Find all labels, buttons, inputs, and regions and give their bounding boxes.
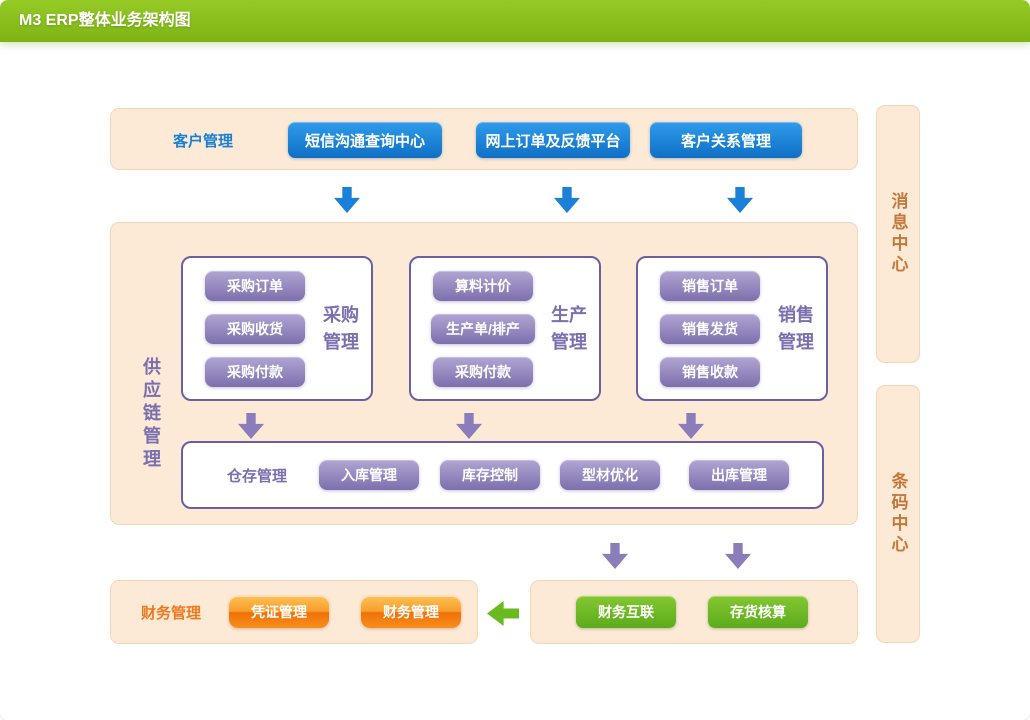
down-arrow-icon [602,543,628,569]
sales-group-box: 销售订单 销售发货 销售收款 销售管理 [636,256,828,401]
node-material-pricing: 算料计价 [433,271,533,301]
node-finance-interconnect: 财务互联 [576,596,676,628]
node-finance-management: 财务管理 [361,596,461,628]
sales-group-label: 销售管理 [778,304,814,352]
supply-chain-panel: 供应链管理 采购订单 采购收货 采购付款 采购管理 算料计价 生产单/排产 采购… [110,222,858,525]
down-arrow-icon [334,187,360,213]
production-group-label: 生产管理 [551,304,587,352]
title-bar: M3 ERP整体业务架构图 [0,0,1030,42]
node-sales-order: 销售订单 [660,271,760,301]
down-arrow-icon [554,187,580,213]
node-online-order-platform: 网上订单及反馈平台 [476,122,630,158]
customer-management-panel: 客户管理 短信沟通查询中心 网上订单及反馈平台 客户关系管理 [110,108,858,170]
page-title: M3 ERP整体业务架构图 [19,12,191,29]
node-purchase-payment: 采购付款 [205,357,305,387]
node-purchase-order: 采购订单 [205,271,305,301]
finance-panel: 财务管理 凭证管理 财务管理 [110,580,478,644]
down-arrow-icon [727,187,753,213]
node-production-payment: 采购付款 [433,357,533,387]
down-arrow-icon [238,413,264,439]
down-arrow-icon [725,543,751,569]
node-inventory-control: 库存控制 [440,460,540,490]
down-arrow-icon [678,413,704,439]
accounting-panel: 财务互联 存货核算 [530,580,858,644]
barcode-center-label: 条码中心 [888,472,908,556]
node-purchase-receipt: 采购收货 [205,314,305,344]
message-center-label: 消息中心 [888,192,908,276]
node-outbound-management: 出库管理 [689,460,789,490]
customer-management-label: 客户管理 [173,132,234,150]
finance-label: 财务管理 [141,604,202,622]
node-crm: 客户关系管理 [650,122,802,158]
node-profile-optimization: 型材优化 [560,460,660,490]
purchase-group-label: 采购管理 [323,304,359,352]
message-center-panel: 消息中心 [876,105,920,363]
supply-chain-label: 供应链管理 [141,357,161,472]
node-sms-center: 短信沟通查询中心 [288,122,442,158]
node-sales-delivery: 销售发货 [660,314,760,344]
left-arrow-icon [487,601,519,626]
down-arrow-icon [456,413,482,439]
warehouse-label: 仓存管理 [227,467,288,485]
purchase-group-box: 采购订单 采购收货 采购付款 采购管理 [181,256,373,401]
node-production-scheduling: 生产单/排产 [431,314,535,344]
warehouse-group-box: 仓存管理 入库管理 库存控制 型材优化 出库管理 [181,441,824,509]
production-group-box: 算料计价 生产单/排产 采购付款 生产管理 [409,256,601,401]
node-inbound-management: 入库管理 [319,460,419,490]
node-voucher-management: 凭证管理 [229,596,329,628]
barcode-center-panel: 条码中心 [876,385,920,643]
node-inventory-accounting: 存货核算 [708,596,808,628]
node-sales-collection: 销售收款 [660,357,760,387]
